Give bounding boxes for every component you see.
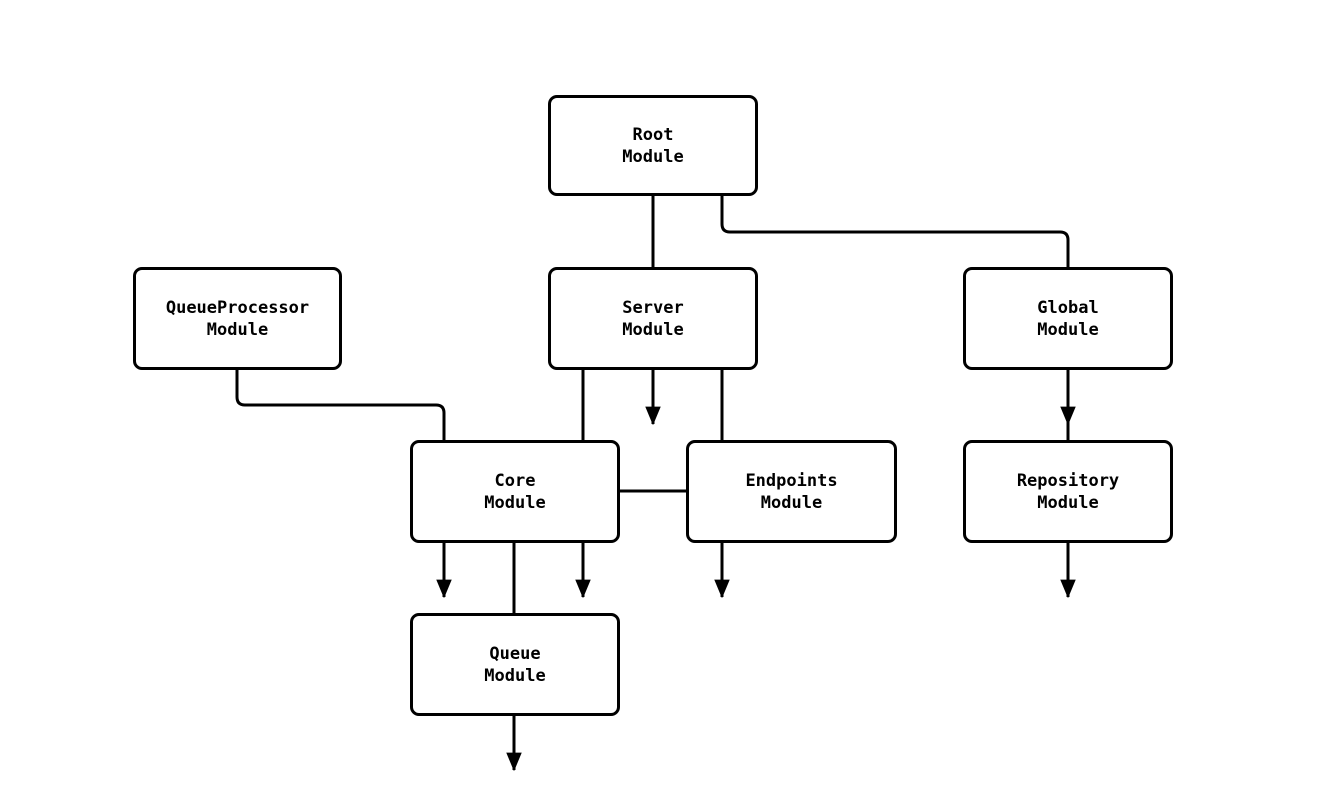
node-label-line2: Module xyxy=(760,492,823,513)
node-label-line1: Endpoints xyxy=(745,470,838,491)
node-label-line2: Module xyxy=(622,319,684,340)
node-label-line1: Root xyxy=(632,124,674,145)
node-label-line1: Repository xyxy=(1016,470,1120,491)
node-label-line2: Module xyxy=(1037,319,1099,340)
node-queueprocessor-module[interactable]: QueueProcessor Module xyxy=(133,267,342,370)
node-endpoints-module[interactable]: Endpoints Module xyxy=(686,440,897,543)
node-label-line1: Queue xyxy=(489,643,541,664)
node-label-line1: QueueProcessor xyxy=(165,297,310,318)
edge-queueprocessor-core xyxy=(235,370,452,599)
node-label-line1: Global xyxy=(1037,297,1099,318)
node-label-line2: Module xyxy=(484,492,546,513)
node-label-line2: Module xyxy=(484,665,546,686)
node-label-line1: Core xyxy=(494,470,536,491)
edge-root-global xyxy=(720,196,1076,426)
node-label-line2: Module xyxy=(206,319,269,340)
node-label-line2: Module xyxy=(1037,492,1099,513)
node-global-module[interactable]: Global Module xyxy=(963,267,1173,370)
node-repository-module[interactable]: Repository Module xyxy=(963,440,1173,543)
node-label-line1: Server xyxy=(622,297,684,318)
node-root-module[interactable]: Root Module xyxy=(548,95,758,196)
node-label-line2: Module xyxy=(622,146,684,167)
node-queue-module[interactable]: Queue Module xyxy=(410,613,620,716)
node-server-module[interactable]: Server Module xyxy=(548,267,758,370)
node-core-module[interactable]: Core Module xyxy=(410,440,620,543)
